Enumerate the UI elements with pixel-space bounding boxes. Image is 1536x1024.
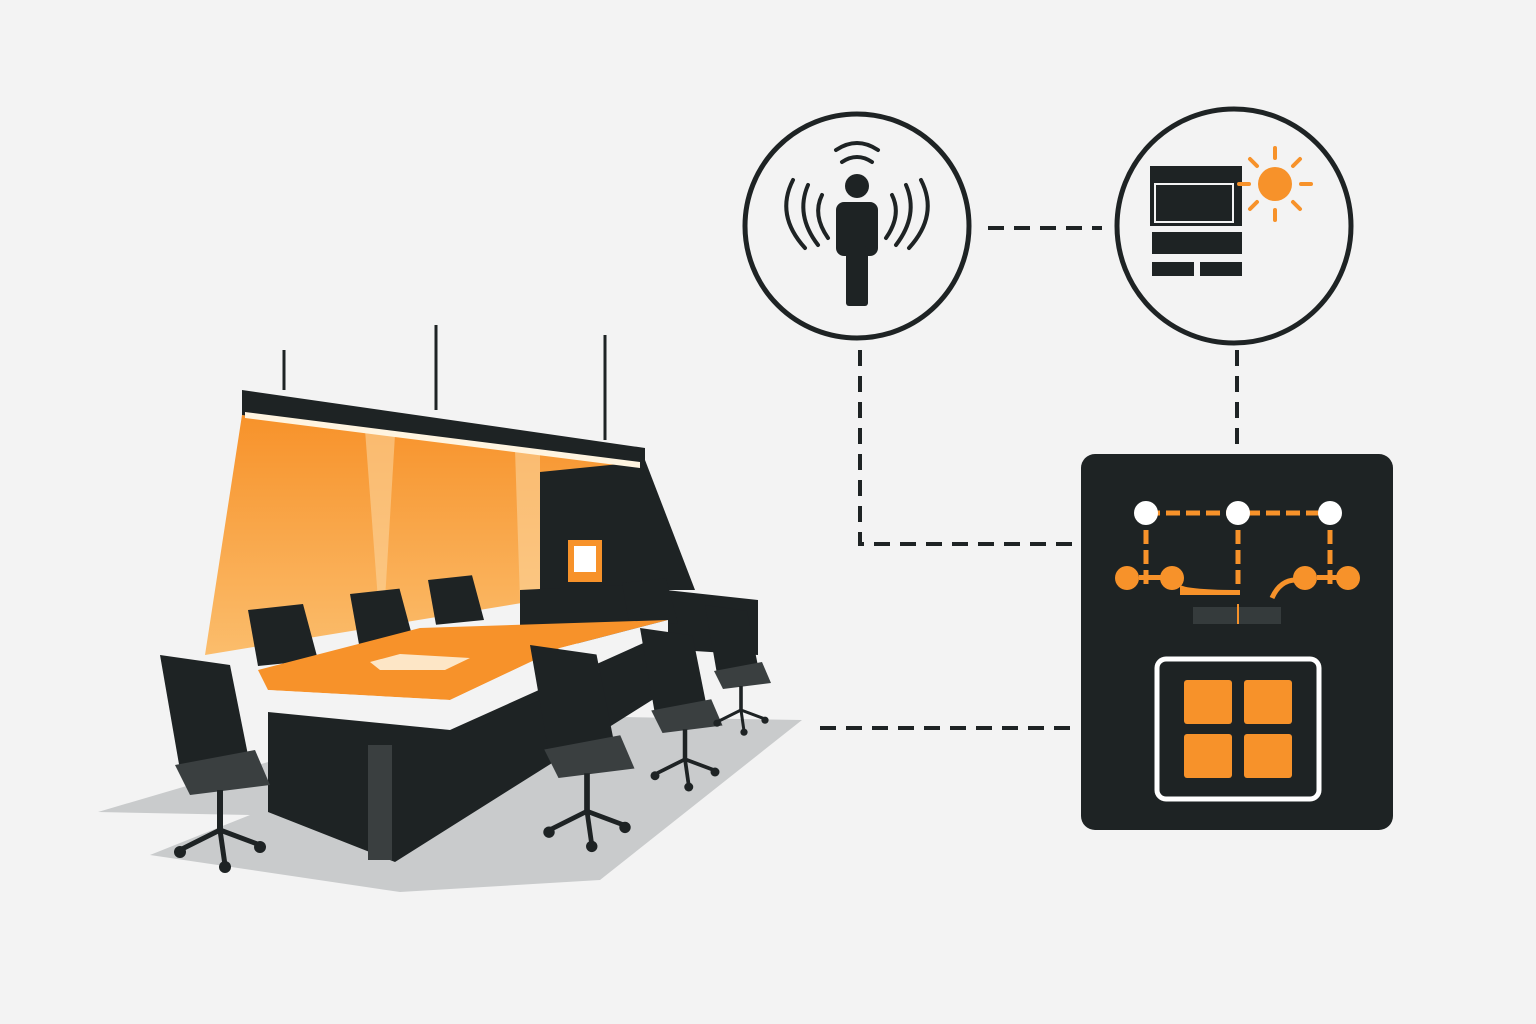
office-chair [530,645,635,853]
office-chair [705,605,771,736]
office-chair [350,588,413,645]
sun-icon [1237,146,1313,222]
table-edge [268,620,668,730]
keypad-button [1244,680,1292,724]
window-with-sun-icon [1150,146,1313,276]
office-chair [622,578,678,628]
pendant-light-glow [245,412,640,468]
person-with-signal-waves-icon [784,141,930,306]
conference-room [160,325,771,873]
pendant-light-fixture [242,390,645,465]
keypad-button [1184,734,1232,778]
connection-lines [820,226,1239,730]
back-wall [538,460,695,590]
office-chair [248,604,318,666]
light-beam-highlight [515,450,540,600]
link-presence-controller [858,350,1072,546]
table-top-highlight [370,654,470,670]
office-chair [640,628,723,792]
daylight-sensor-node [1114,106,1354,346]
table-leg [368,745,392,860]
wall-control-panel-screen [574,546,596,572]
presence-sensor-node [742,111,972,341]
four-button-keypad-icon [1154,656,1322,802]
keypad-button [1244,734,1292,778]
keypad-button [1184,680,1232,724]
light-beam-highlight [365,430,395,600]
office-chair [428,575,484,625]
office-chair [160,655,270,873]
lighting-control-panel-icon [1081,454,1393,830]
